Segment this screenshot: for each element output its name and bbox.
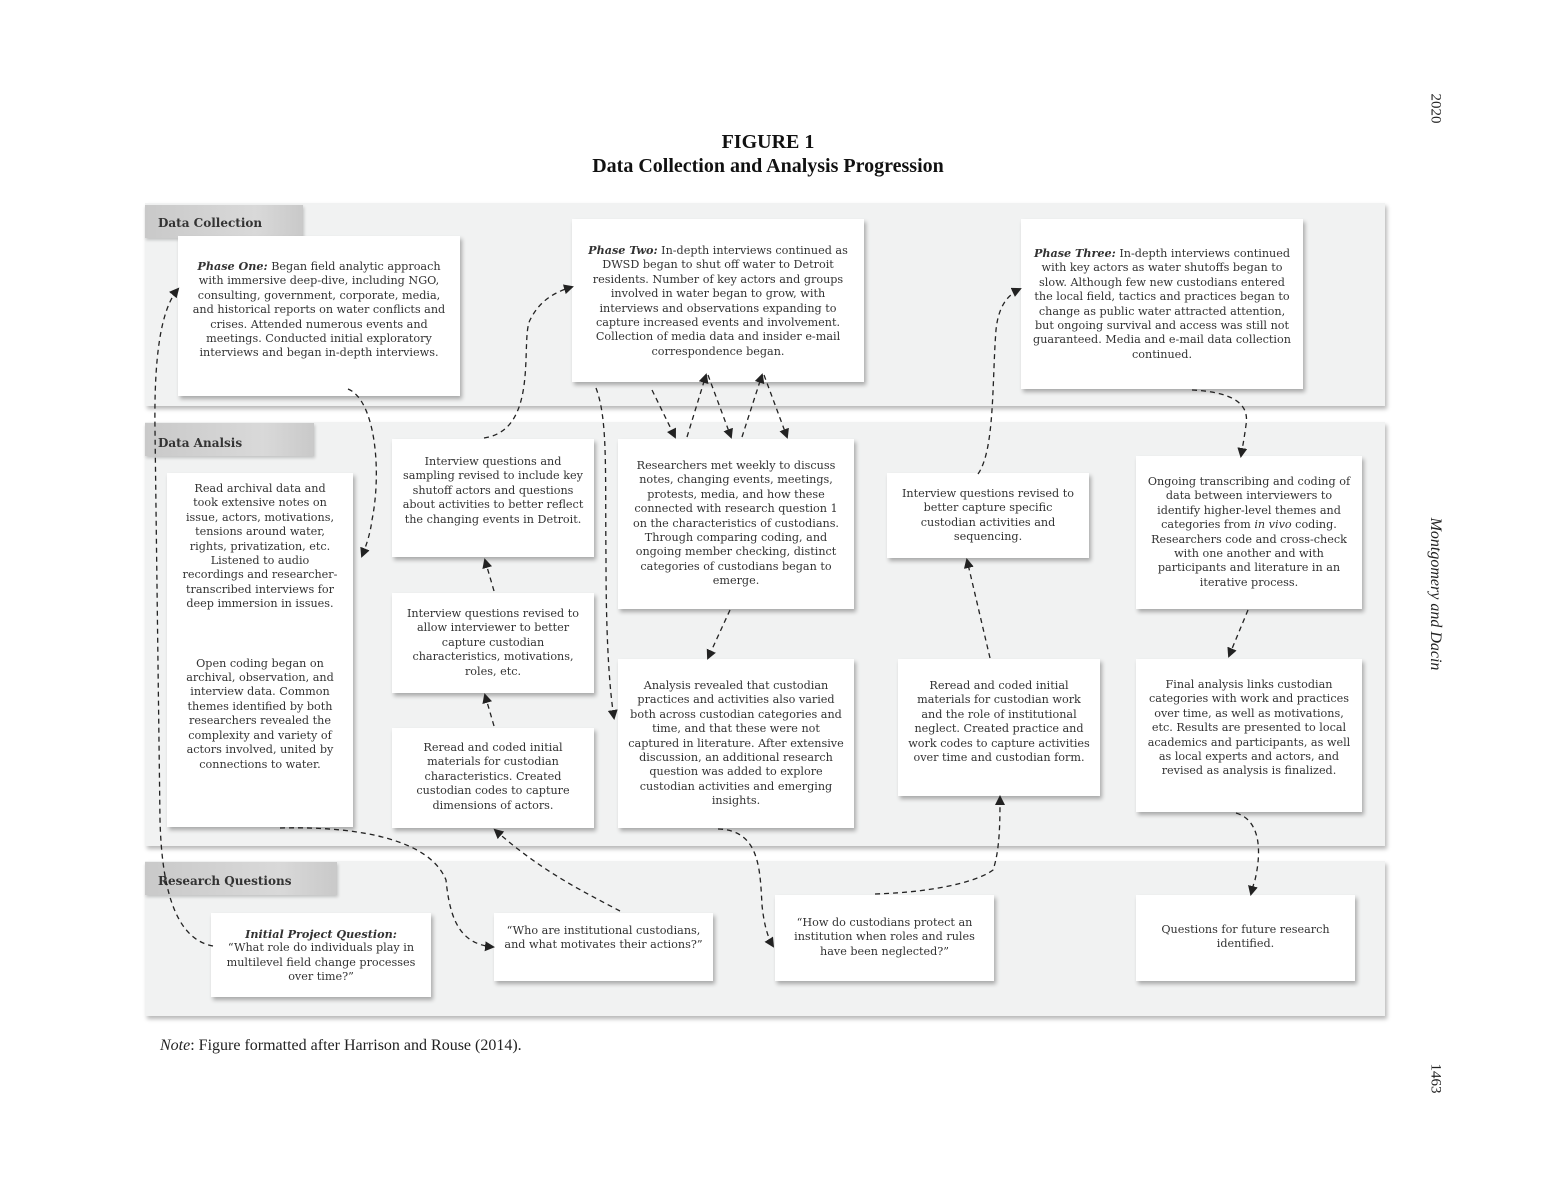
ongoing-transcribing-text-b: coding. Researchers code and cross-check… bbox=[1151, 518, 1347, 589]
open-coding-text: Open coding began on archival, observati… bbox=[186, 656, 334, 771]
archival-reading-text: Read archival data and took extensive no… bbox=[182, 482, 338, 611]
phase-three-box: Phase Three: In-depth interviews continu… bbox=[1021, 219, 1303, 389]
future-research-box: Questions for future research identified… bbox=[1136, 895, 1355, 981]
phase-three-text: In-depth interviews continued with key a… bbox=[1033, 247, 1291, 361]
research-questions-label: Research Questions bbox=[145, 862, 337, 895]
phase-one-lead: Phase One: bbox=[197, 259, 268, 273]
running-head-authors: Montgomery and Dacin bbox=[1427, 517, 1444, 671]
phase-one-box: Phase One: Began field analytic approach… bbox=[178, 236, 460, 396]
initial-question-box: Initial Project Question: “What role do … bbox=[211, 913, 431, 997]
ongoing-transcribing-box: Ongoing transcribing and coding of data … bbox=[1136, 456, 1362, 609]
who-are-custodians-box: “Who are institutional custodians, and w… bbox=[494, 913, 713, 981]
questions-revised-characteristics-box: Interview questions revised to allow int… bbox=[392, 593, 594, 693]
page-year: 2020 bbox=[1427, 93, 1444, 124]
questions-revised-shutoff-box: Interview questions and sampling revised… bbox=[392, 439, 594, 557]
reread-characteristics-text: Reread and coded initial materials for c… bbox=[416, 741, 570, 812]
reread-work-box: Reread and coded initial materials for c… bbox=[898, 659, 1100, 796]
reread-characteristics-box: Reread and coded initial materials for c… bbox=[392, 728, 594, 828]
note-text: : Figure formatted after Harrison and Ro… bbox=[190, 1037, 522, 1054]
note-label: Note bbox=[160, 1037, 191, 1054]
final-analysis-box: Final analysis links custodian categorie… bbox=[1136, 659, 1362, 812]
who-are-custodians-text: “Who are institutional custodians, and w… bbox=[504, 924, 703, 952]
figure-number: FIGURE 1 bbox=[721, 131, 815, 153]
figure-note: Note: Figure formatted after Harrison an… bbox=[160, 1037, 522, 1055]
phase-two-lead: Phase Two: bbox=[588, 243, 658, 257]
questions-revised-sequencing-text: Interview questions revised to better ca… bbox=[902, 487, 1074, 544]
analysis-revealed-text: Analysis revealed that custodian practic… bbox=[628, 679, 844, 808]
phase-three-lead: Phase Three: bbox=[1033, 246, 1116, 260]
how-protect-box: “How do custodians protect an institutio… bbox=[775, 895, 994, 981]
questions-revised-sequencing-box: Interview questions revised to better ca… bbox=[887, 473, 1089, 558]
future-research-text: Questions for future research identified… bbox=[1161, 923, 1330, 951]
archival-coding-box: Read archival data and took extensive no… bbox=[167, 473, 353, 827]
data-analysis-label: Data Analsis bbox=[145, 423, 314, 456]
initial-question-text: “What role do individuals play in multil… bbox=[226, 941, 416, 984]
data-collection-label: Data Collection bbox=[145, 205, 303, 238]
questions-revised-characteristics-text: Interview questions revised to allow int… bbox=[407, 607, 579, 678]
ongoing-transcribing-text-a: Ongoing transcribing and coding of data … bbox=[1147, 475, 1351, 532]
figure-title: Data Collection and Analysis Progression bbox=[592, 155, 944, 177]
how-protect-text: “How do custodians protect an institutio… bbox=[794, 916, 975, 958]
phase-one-text: Began field analytic approach with immer… bbox=[192, 260, 446, 360]
initial-question-lead: Initial Project Question: bbox=[245, 927, 397, 941]
final-analysis-text: Final analysis links custodian categorie… bbox=[1147, 678, 1351, 778]
in-vivo-text: in vivo bbox=[1254, 518, 1292, 532]
reread-work-text: Reread and coded initial materials for c… bbox=[908, 679, 1090, 765]
page-number: 1463 bbox=[1427, 1063, 1444, 1094]
questions-revised-shutoff-text: Interview questions and sampling revised… bbox=[402, 455, 584, 526]
phase-two-box: Phase Two: In-depth interviews continued… bbox=[572, 219, 864, 382]
weekly-meetings-box: Researchers met weekly to discuss notes,… bbox=[618, 439, 854, 609]
phase-two-text: In-depth interviews continued as DWSD be… bbox=[592, 244, 848, 358]
weekly-meetings-text: Researchers met weekly to discuss notes,… bbox=[632, 459, 839, 588]
analysis-revealed-box: Analysis revealed that custodian practic… bbox=[618, 659, 854, 828]
